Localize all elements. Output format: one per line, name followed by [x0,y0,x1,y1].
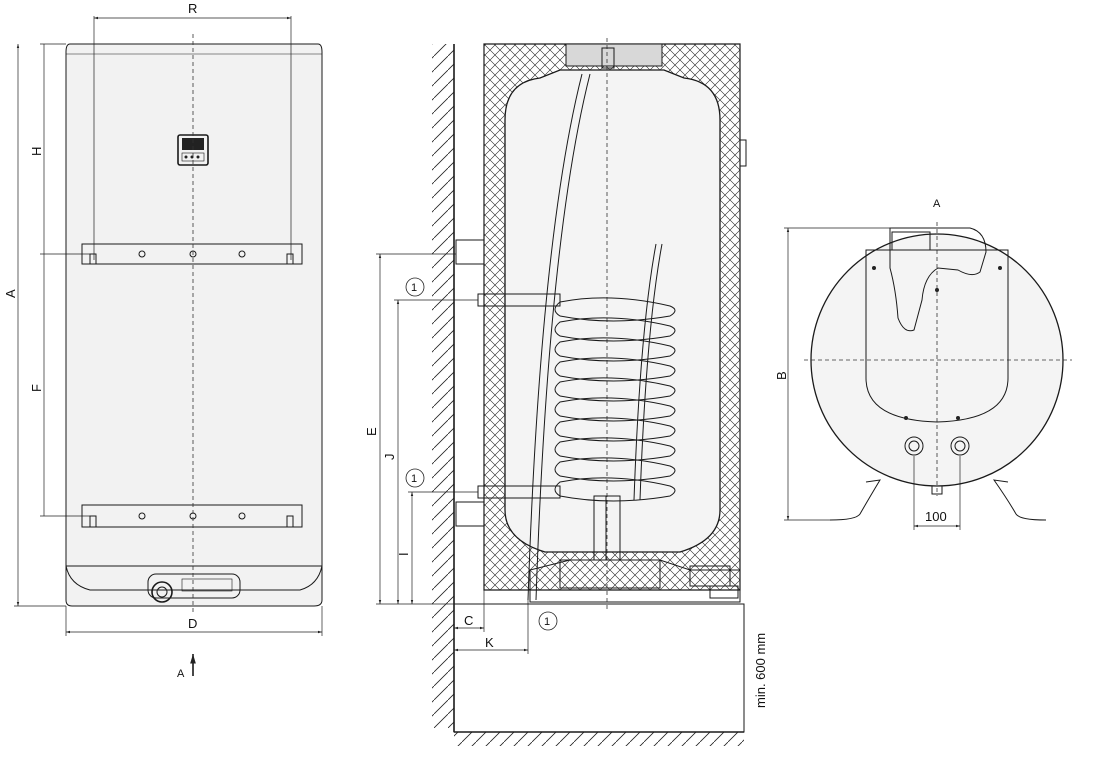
svg-text:1: 1 [411,282,417,294]
callout-1-lower: 1 [405,468,425,488]
callout-1-upper: 1 [405,277,425,297]
dim-label-E: E [364,427,379,436]
dim-label-C: C [464,613,473,628]
dim-label-100: 100 [925,509,947,524]
section-view: 1 1 1 E J I C K min. 600 mm [364,38,768,746]
dim-label-A: A [3,289,18,298]
heating-coil [554,297,676,502]
bottom-valve-icon [147,573,241,603]
callout-1-bottom: 1 [538,611,558,631]
dim-label-D: D [188,616,197,631]
svg-text:1: 1 [411,473,417,485]
dim-label-K: K [485,635,494,650]
front-view: R H F A D A [3,1,323,680]
view-arrow-label: A [177,668,185,680]
view-title: A [933,198,941,210]
svg-text:1: 1 [544,616,550,628]
clearance-label: min. 600 mm [753,633,768,708]
dim-label-I: I [396,552,411,556]
dim-label-B: B [774,371,789,380]
dim-label-R: R [188,1,197,16]
bottom-view: A B 100 [774,198,1072,530]
dim-label-J: J [382,454,397,461]
dim-label-H: H [29,147,44,156]
dim-label-F: F [29,384,44,392]
